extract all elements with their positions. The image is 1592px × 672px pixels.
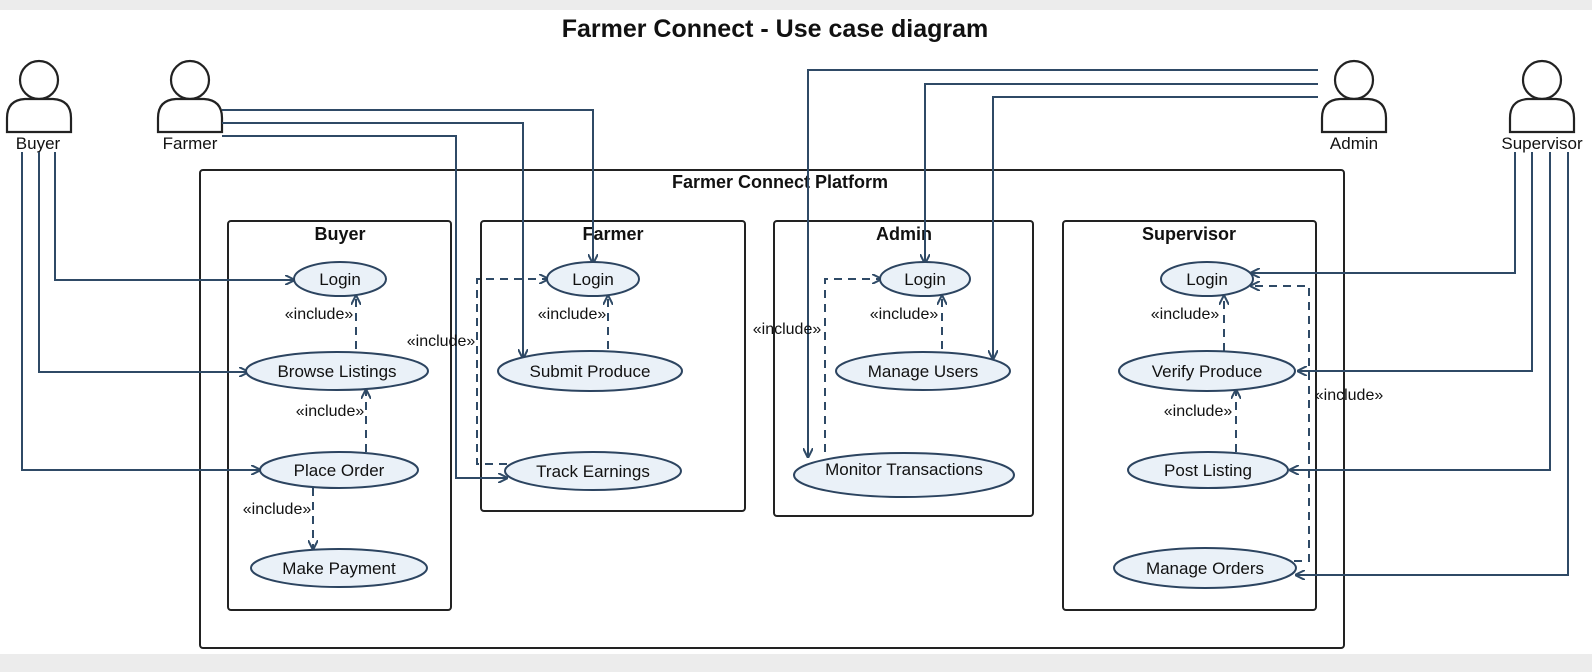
usecase-post-listing[interactable] bbox=[1127, 451, 1289, 489]
usecase-farmer-login-label: Login bbox=[572, 270, 614, 289]
diagram-title: Farmer Connect - Use case diagram bbox=[562, 15, 989, 43]
usecase-browse-listings-label: Browse Listings bbox=[277, 362, 396, 381]
usecase-admin-login-label: Login bbox=[904, 270, 946, 289]
actor-admin-icon[interactable] bbox=[1320, 59, 1388, 134]
usecase-submit-produce-label: Submit Produce bbox=[530, 362, 651, 381]
diagram-canvas: Farmer Connect - Use case diagram Farmer… bbox=[0, 10, 1592, 654]
include-label: «include» bbox=[407, 333, 476, 350]
usecase-verify-produce[interactable] bbox=[1118, 350, 1296, 392]
usecase-place-order-label: Place Order bbox=[294, 461, 385, 480]
usecase-supervisor-login[interactable] bbox=[1160, 261, 1254, 297]
use-case-diagram: Farmer Connect - Use case diagram Farmer… bbox=[5, 15, 1583, 649]
actor-supervisor-icon[interactable] bbox=[1508, 59, 1576, 134]
package-buyer bbox=[227, 220, 452, 611]
system-label: Farmer Connect Platform bbox=[672, 172, 888, 192]
include-label: «include» bbox=[1315, 387, 1384, 404]
assoc-admin-login bbox=[925, 83, 1318, 263]
usecase-verify-produce-label: Verify Produce bbox=[1152, 362, 1263, 381]
usecase-buyer-login[interactable] bbox=[293, 261, 387, 297]
include-label: «include» bbox=[1164, 403, 1233, 420]
assoc-buyer-browse bbox=[38, 152, 248, 372]
include-label: «include» bbox=[538, 306, 607, 323]
usecase-monitor-transactions-label: Monitor Transactions bbox=[825, 460, 983, 479]
usecase-browse-listings[interactable] bbox=[245, 351, 429, 391]
package-farmer bbox=[480, 220, 746, 512]
assoc-sup-post bbox=[1290, 152, 1551, 470]
usecase-make-payment-label: Make Payment bbox=[282, 559, 396, 578]
package-supervisor bbox=[1062, 220, 1317, 611]
actor-admin-label: Admin bbox=[1330, 134, 1378, 153]
usecase-place-order[interactable] bbox=[259, 451, 419, 489]
package-buyer-label: Buyer bbox=[314, 224, 365, 244]
usecase-buyer-login-label: Login bbox=[319, 270, 361, 289]
usecase-manage-users[interactable] bbox=[835, 351, 1011, 391]
package-farmer-label: Farmer bbox=[582, 224, 643, 244]
include-label: «include» bbox=[285, 306, 354, 323]
assoc-farmer-submit bbox=[222, 122, 523, 358]
include-label: «include» bbox=[753, 321, 822, 338]
package-admin bbox=[773, 220, 1034, 517]
assoc-buyer-order bbox=[21, 152, 260, 470]
assoc-admin-users bbox=[993, 96, 1318, 359]
usecase-admin-login[interactable] bbox=[879, 261, 971, 297]
actor-buyer-icon[interactable] bbox=[5, 59, 73, 134]
actor-buyer-label: Buyer bbox=[16, 134, 61, 153]
include-earnings-login bbox=[476, 279, 548, 465]
actor-farmer-icon[interactable] bbox=[156, 59, 224, 134]
package-admin-label: Admin bbox=[876, 224, 932, 244]
usecase-make-payment[interactable] bbox=[250, 548, 428, 588]
usecase-monitor-transactions[interactable] bbox=[793, 452, 1015, 498]
usecase-track-earnings-label: Track Earnings bbox=[536, 462, 650, 481]
actor-farmer-label: Farmer bbox=[163, 134, 218, 153]
assoc-sup-verify bbox=[1298, 152, 1533, 371]
usecase-manage-users-label: Manage Users bbox=[868, 362, 979, 381]
assoc-farmer-login bbox=[222, 109, 593, 263]
assoc-buyer-login bbox=[54, 152, 294, 280]
assoc-admin-monitor bbox=[808, 69, 1318, 457]
usecase-manage-orders-label: Manage Orders bbox=[1146, 559, 1264, 578]
include-label: «include» bbox=[1151, 306, 1220, 323]
include-label: «include» bbox=[296, 403, 365, 420]
actor-supervisor-label: Supervisor bbox=[1501, 134, 1583, 153]
system-boundary bbox=[199, 169, 1345, 649]
usecase-farmer-login[interactable] bbox=[546, 261, 640, 297]
usecase-submit-produce[interactable] bbox=[497, 350, 683, 392]
include-label: «include» bbox=[870, 306, 939, 323]
usecase-track-earnings[interactable] bbox=[504, 451, 682, 491]
usecase-supervisor-login-label: Login bbox=[1186, 270, 1228, 289]
assoc-sup-orders bbox=[1296, 152, 1569, 575]
include-monitor-login bbox=[824, 279, 881, 452]
usecase-manage-orders[interactable] bbox=[1113, 547, 1297, 589]
include-label: «include» bbox=[243, 501, 312, 518]
assoc-farmer-earnings bbox=[222, 135, 507, 478]
include-orders-login bbox=[1251, 286, 1310, 562]
package-supervisor-label: Supervisor bbox=[1142, 224, 1236, 244]
assoc-sup-login bbox=[1251, 152, 1516, 273]
usecase-post-listing-label: Post Listing bbox=[1164, 461, 1252, 480]
